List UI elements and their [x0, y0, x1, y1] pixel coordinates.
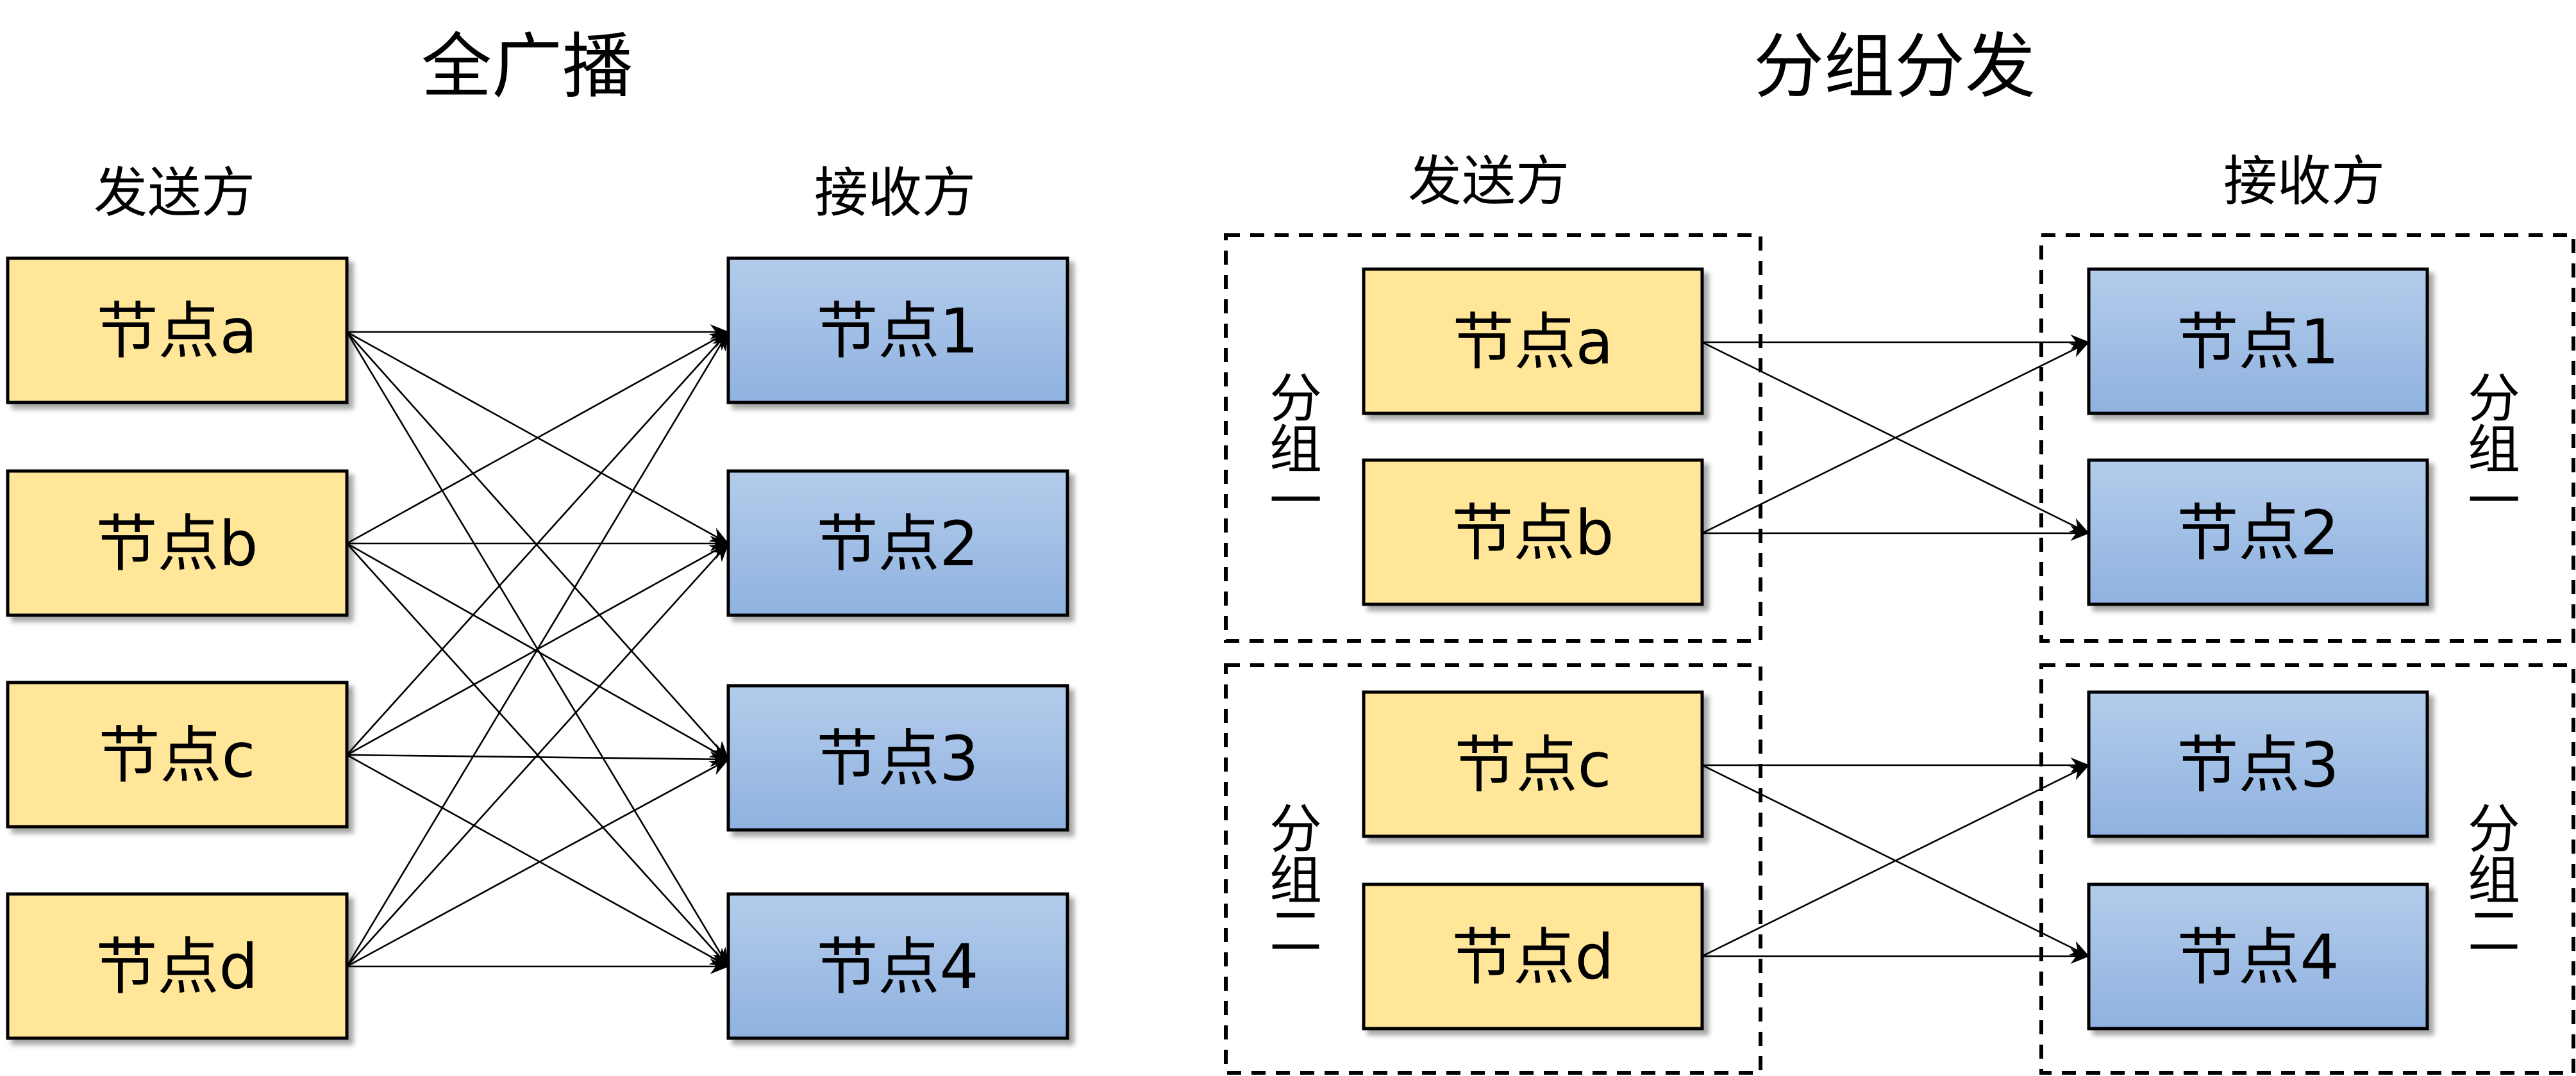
grouped-panel: 分组分发 发送方 接收方 分 组 一 分 组 二 分 组 一 分 组 [1224, 26, 2575, 1075]
grouped-sender-node-a: 节点a [1362, 267, 1704, 415]
edge-d-1 [346, 331, 730, 967]
sender-group-1-char-2: 组 [1269, 420, 1322, 481]
receiver-group-1-char-3: 一 [2468, 471, 2520, 532]
grouped-sender-c-label: 节点c [1455, 729, 1612, 801]
grouped-receiver-label: 接收方 [2223, 150, 2385, 213]
sender-group-2-char-3: 二 [1269, 902, 1322, 963]
edge-c-4 [346, 754, 730, 968]
broadcast-title: 全广播 [421, 26, 633, 108]
grouped-receiver-3-label: 节点3 [2177, 729, 2339, 801]
receiver-group-2-char-3: 二 [2468, 902, 2520, 963]
broadcast-receiver-node-4: 节点4 [726, 892, 1069, 1040]
receiver-group-2-char-2: 组 [2468, 850, 2520, 911]
edge-g1-b-1 [1702, 341, 2090, 534]
broadcast-sender-node-d: 节点d [6, 892, 349, 1040]
group-boxes [1224, 233, 2575, 1075]
broadcast-receiver-node-1: 节点1 [726, 256, 1069, 404]
grouped-receiver-node-3: 节点3 [2087, 690, 2429, 838]
sender-group-2-char-2: 组 [1269, 850, 1322, 911]
broadcast-sender-node-c: 节点c [6, 681, 349, 829]
grouped-receiver-node-4: 节点4 [2087, 882, 2429, 1030]
broadcast-sender-a-label: 节点a [97, 295, 258, 367]
sender-group-2-char-1: 分 [1269, 799, 1322, 860]
receiver-group-1-box [2039, 233, 2575, 643]
broadcast-receiver-label: 接收方 [814, 161, 976, 224]
edge-d-3 [346, 758, 730, 968]
grouped-sender-d-label: 节点d [1452, 922, 1614, 993]
grouped-receiver-1-label: 节点1 [2177, 306, 2339, 378]
receiver-group-1-char-2: 组 [2468, 420, 2520, 481]
edge-d-2 [346, 542, 730, 967]
broadcast-sender-b-label: 节点b [96, 508, 258, 580]
broadcast-sender-node-a: 节点a [6, 256, 349, 404]
broadcast-edges [346, 324, 730, 974]
broadcast-receiver-node-3: 节点3 [726, 684, 1069, 832]
grouped-title: 分组分发 [1753, 26, 2036, 108]
sender-group-2-box [1224, 663, 1762, 1075]
sender-group-1-char-3: 一 [1269, 471, 1322, 532]
edge-b-3 [346, 542, 730, 761]
grouped-sender-node-d: 节点d [1362, 882, 1704, 1030]
broadcast-receiver-1-label: 节点1 [816, 295, 978, 367]
edge-c-1 [346, 331, 730, 756]
grouped-sender-node-c: 节点c [1362, 690, 1704, 838]
grouped-sender-b-label: 节点b [1452, 497, 1614, 569]
edge-c-3 [346, 751, 730, 767]
grouped-sender-node-b: 节点b [1362, 458, 1704, 606]
broadcast-sender-node-b: 节点b [6, 469, 349, 617]
receiver-group-1-label: 分 组 一 [2468, 368, 2520, 532]
sender-group-1-char-1: 分 [1269, 368, 1322, 429]
broadcast-receiver-node-2: 节点2 [726, 469, 1069, 617]
broadcast-receiver-4-label: 节点4 [816, 931, 978, 1003]
grouped-edges [1702, 335, 2090, 964]
receiver-group-1-char-1: 分 [2468, 368, 2520, 429]
sender-group-1-box [1224, 233, 1762, 643]
grouped-receiver-2-label: 节点2 [2177, 497, 2339, 569]
grouped-sender-label: 发送方 [1408, 150, 1569, 213]
broadcast-sender-d-label: 节点d [96, 931, 258, 1003]
broadcast-panel: 全广播 发送方 接收方 节点a [6, 26, 1069, 1040]
broadcast-sender-c-label: 节点c [99, 720, 256, 791]
broadcast-receiver-2-label: 节点2 [816, 508, 978, 580]
receiver-group-2-box [2039, 663, 2575, 1075]
sender-group-1-label: 分 组 一 [1269, 368, 1322, 532]
sender-group-2-label: 分 组 二 [1269, 799, 1322, 963]
receiver-group-2-char-1: 分 [2468, 799, 2520, 860]
edge-g2-d-3 [1702, 764, 2090, 957]
edge-b-1 [346, 331, 730, 545]
broadcast-sender-label: 发送方 [94, 161, 255, 224]
broadcast-receiver-3-label: 节点3 [816, 723, 978, 795]
receiver-group-2-label: 分 组 二 [2468, 799, 2520, 963]
edge-a-3 [346, 331, 729, 761]
grouped-receiver-4-label: 节点4 [2177, 922, 2339, 993]
grouped-sender-a-label: 节点a [1453, 306, 1614, 378]
grouped-receiver-node-1: 节点1 [2087, 267, 2429, 415]
grouped-receiver-node-2: 节点2 [2087, 458, 2429, 606]
